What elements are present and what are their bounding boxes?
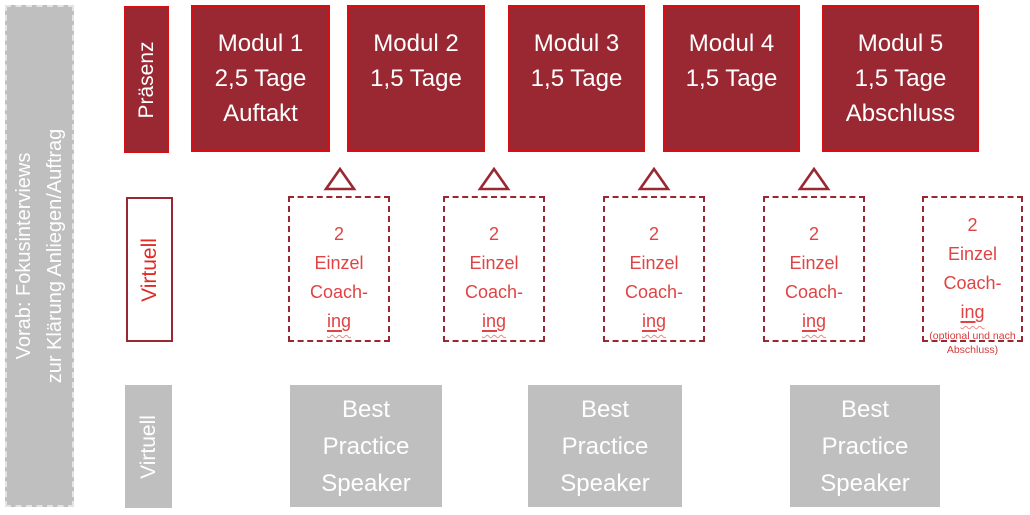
module-2-box: Modul 2 1,5 Tage [347, 5, 485, 152]
speaker-line1: Best [341, 396, 391, 423]
speaker-line3: Speaker [820, 470, 910, 497]
module-1-duration: 2,5 Tage [214, 65, 307, 92]
module-5-box: Modul 5 1,5 Tage Abschluss [822, 5, 979, 152]
coaching-count: 2 [333, 224, 344, 244]
module-4-duration: 1,5 Tage [685, 65, 778, 92]
sidebar-label-line1: Vorab: Fokusinterviews [12, 152, 35, 360]
row-label-virtuell-coaching-text: Virtuell [137, 237, 161, 302]
module-1-note: Auftakt [223, 100, 298, 127]
speaker-line3: Speaker [321, 470, 411, 497]
coaching-line3: Coach- [624, 282, 684, 302]
module-4-title: Modul 4 [688, 30, 775, 57]
triangle-marker-icon [477, 166, 511, 192]
row-label-praesenz: Präsenz [124, 6, 169, 153]
coaching-line3: Coach- [784, 282, 844, 302]
module-2-duration: 1,5 Tage [370, 65, 462, 92]
module-5-duration: 1,5 Tage [854, 65, 947, 92]
sidebar-vorab-fokusinterviews: Vorab: Fokusinterviews zur Klärung Anlie… [5, 5, 74, 507]
sidebar-label: Vorab: Fokusinterviews zur Klärung Anlie… [9, 129, 71, 384]
module-2-title: Modul 2 [373, 30, 459, 57]
coaching-line4: ing [960, 302, 985, 322]
speaker-box-3: Best Practice Speaker [790, 385, 940, 507]
coaching-box-3: 2 Einzel Coach- ing [603, 196, 705, 342]
coaching-box-4: 2 Einzel Coach- ing [763, 196, 865, 342]
module-5-title: Modul 5 [857, 30, 944, 57]
row-label-praesenz-text: Präsenz [134, 40, 158, 119]
module-4-box: Modul 4 1,5 Tage [663, 5, 800, 152]
speaker-line1: Best [580, 396, 630, 423]
coaching-box-2: 2 Einzel Coach- ing [443, 196, 545, 342]
module-1-box: Modul 1 2,5 Tage Auftakt [191, 5, 330, 152]
coaching-box-1: 2 Einzel Coach- ing [288, 196, 390, 342]
module-1-title: Modul 1 [217, 30, 304, 57]
speaker-line2: Practice [322, 433, 410, 460]
coaching-line2: Einzel [469, 253, 519, 273]
coaching-line3: Coach- [943, 273, 1002, 293]
speaker-line3: Speaker [560, 470, 650, 497]
coaching-count: 2 [488, 224, 499, 244]
coaching-count: 2 [808, 224, 819, 244]
coaching-line2: Einzel [789, 253, 839, 273]
coaching-count: 2 [967, 215, 978, 235]
coaching-optional-note: (optional und nach Abschluss) [929, 330, 1016, 356]
speaker-box-1: Best Practice Speaker [290, 385, 442, 507]
module-3-duration: 1,5 Tage [530, 65, 623, 92]
speaker-line2: Practice [561, 433, 649, 460]
coaching-line3: Coach- [309, 282, 369, 302]
module-5-note: Abschluss [845, 100, 956, 127]
coaching-line4: ing [641, 311, 667, 331]
coaching-line2: Einzel [947, 244, 998, 264]
coaching-line3: Coach- [464, 282, 524, 302]
coaching-line4: ing [326, 311, 352, 331]
coaching-box-5: 2 Einzel Coach- ing (optional und nach A… [922, 196, 1023, 356]
coaching-count: 2 [648, 224, 659, 244]
module-3-box: Modul 3 1,5 Tage [508, 5, 645, 152]
speaker-line1: Best [840, 396, 890, 423]
module-3-title: Modul 3 [533, 30, 620, 57]
row-label-virtuell-speaker: Virtuell [125, 385, 172, 508]
coaching-line4: ing [481, 311, 507, 331]
coaching-line2: Einzel [629, 253, 679, 273]
speaker-box-2: Best Practice Speaker [528, 385, 682, 507]
coaching-line4: ing [801, 311, 827, 331]
triangle-marker-icon [637, 166, 671, 192]
speaker-line2: Practice [821, 433, 909, 460]
triangle-marker-icon [323, 166, 357, 192]
coaching-line2: Einzel [314, 253, 364, 273]
sidebar-label-line2: zur Klärung Anliegen/Auftrag [43, 128, 66, 384]
row-label-virtuell-speaker-text: Virtuell [136, 414, 160, 479]
triangle-marker-icon [797, 166, 831, 192]
row-label-virtuell-coaching: Virtuell [126, 197, 173, 342]
